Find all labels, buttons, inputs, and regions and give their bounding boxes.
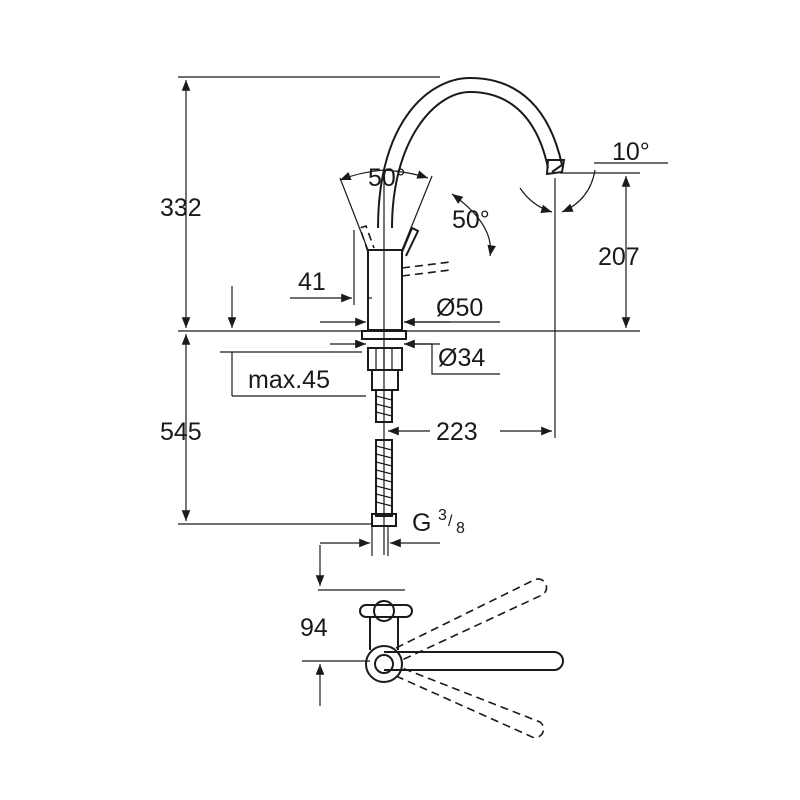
label-spout-angle: 10° [612,138,650,166]
faucet-body [367,249,403,331]
label-max-45: max.45 [248,366,330,394]
spout-outlet [545,159,566,176]
label-41: 41 [298,268,326,296]
mount-shank [371,369,399,391]
spout-angle-arc-left [519,187,553,214]
hose-fitting [371,513,397,527]
supply-hose-upper [375,389,393,423]
mount-flange [361,330,407,340]
label-545: 545 [160,418,202,446]
plan-body [369,617,399,650]
spout-outer [377,76,564,229]
angle-arc-lever-left [339,169,385,181]
label-thread-num: 3 [438,507,447,524]
dim34-leader [404,343,500,375]
label-223: 223 [436,418,478,446]
label-lever-angle-front: 50° [452,206,490,234]
plan-body-inner [374,654,394,674]
lever-solid [401,226,420,257]
plan-spout-swing-up [395,578,548,661]
plan-body-outer [365,645,403,683]
label-thread-den: 8 [456,520,465,537]
plan-lever [359,604,413,618]
label-lever-angle-side: 50° [368,164,406,192]
lever-dashed-left [358,224,375,253]
spout-angle-arc [561,169,596,213]
label-207: 207 [598,243,640,271]
label-diameter-50: Ø50 [436,294,483,322]
angle-arc-lever-front [451,193,496,257]
label-diameter-34: Ø34 [438,344,485,372]
plan-spout-swing-down [395,667,545,739]
label-thread-g: G [412,509,431,537]
mount-nut [367,347,403,371]
supply-hose-lower [375,439,393,517]
spout-inner [391,90,549,229]
label-94: 94 [300,614,328,642]
lever-swing-line-left [339,177,369,251]
angle-arc-lever-right [383,169,429,179]
lever-swing-line-right [401,175,433,251]
plan-lever-knob [373,600,395,622]
lever-dashed-side [401,261,451,277]
plan-spout [384,651,564,671]
label-332: 332 [160,194,202,222]
label-thread-slash: / [448,513,453,530]
